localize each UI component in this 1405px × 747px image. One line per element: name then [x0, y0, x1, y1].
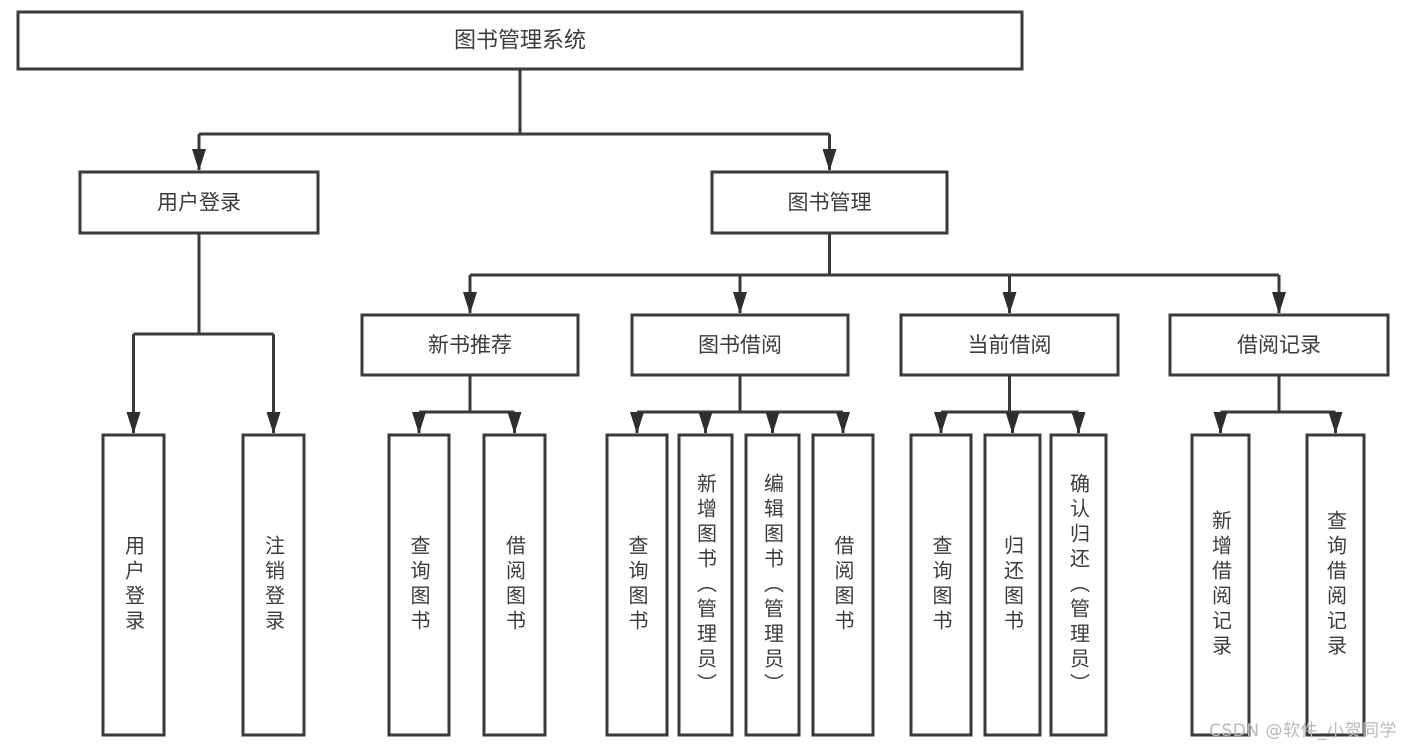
box-layer [16, 10, 1390, 737]
node-box-book-management[interactable] [710, 170, 949, 235]
node-label-level3-3: 借阅记录 [1237, 333, 1321, 357]
arrow-head-icon [836, 412, 850, 434]
node-label-level3-1: 图书借阅 [698, 333, 782, 357]
node-label-level2-1: 图书管理 [788, 191, 872, 215]
arrow-head-icon [412, 412, 426, 434]
watermark: CSDN @软件_小贺同学 [1209, 721, 1397, 741]
leaf-box-2[interactable] [387, 433, 451, 737]
node-label-level3-2: 当前借阅 [968, 333, 1052, 357]
node-label-level3-0: 新书推荐 [428, 333, 512, 357]
arrow-head-icon [507, 412, 522, 434]
node-box-user-login[interactable] [78, 170, 320, 235]
leaf-box-4[interactable] [605, 433, 669, 737]
arrow-head-icon [1328, 412, 1343, 434]
arrow-head-icon [934, 412, 948, 434]
node-label-level2-0: 用户登录 [157, 191, 241, 215]
arrow-head-icon [822, 149, 837, 171]
node-box-level3-2[interactable] [899, 313, 1120, 377]
node-box-level3-1[interactable] [630, 313, 850, 377]
node-label-root: 图书管理系统 [454, 29, 586, 54]
arrow-head-icon [630, 412, 644, 434]
node-box-root[interactable] [16, 10, 1024, 71]
arrow-head-icon [1005, 412, 1020, 434]
leaf-box-11[interactable] [1190, 433, 1251, 737]
leaf-box-1[interactable] [241, 433, 306, 737]
leaf-box-9[interactable] [983, 433, 1042, 737]
arrow-head-icon [1002, 292, 1017, 314]
arrow-head-icon [1272, 292, 1286, 314]
arrow-head-icon [733, 292, 747, 314]
leaf-box-10[interactable] [1049, 433, 1108, 737]
leaf-box-7[interactable] [811, 433, 875, 737]
leaf-box-6[interactable] [744, 433, 801, 737]
arrow-head-icon [1213, 412, 1228, 434]
node-box-level3-0[interactable] [360, 313, 580, 377]
arrow-head-icon [698, 412, 713, 434]
leaf-box-3[interactable] [482, 433, 547, 737]
arrow-head-icon [192, 149, 206, 171]
arrow-head-icon [266, 412, 281, 434]
connector-layer [126, 69, 1343, 434]
leaf-box-0[interactable] [101, 433, 166, 737]
node-box-level3-3[interactable] [1168, 313, 1390, 377]
arrow-head-icon [463, 292, 477, 314]
leaf-box-5[interactable] [677, 433, 734, 737]
arrow-head-icon [126, 412, 141, 434]
arrow-head-icon [1071, 412, 1086, 434]
leaf-box-12[interactable] [1305, 433, 1366, 737]
leaf-box-8[interactable] [909, 433, 973, 737]
arrow-head-icon [765, 412, 780, 434]
